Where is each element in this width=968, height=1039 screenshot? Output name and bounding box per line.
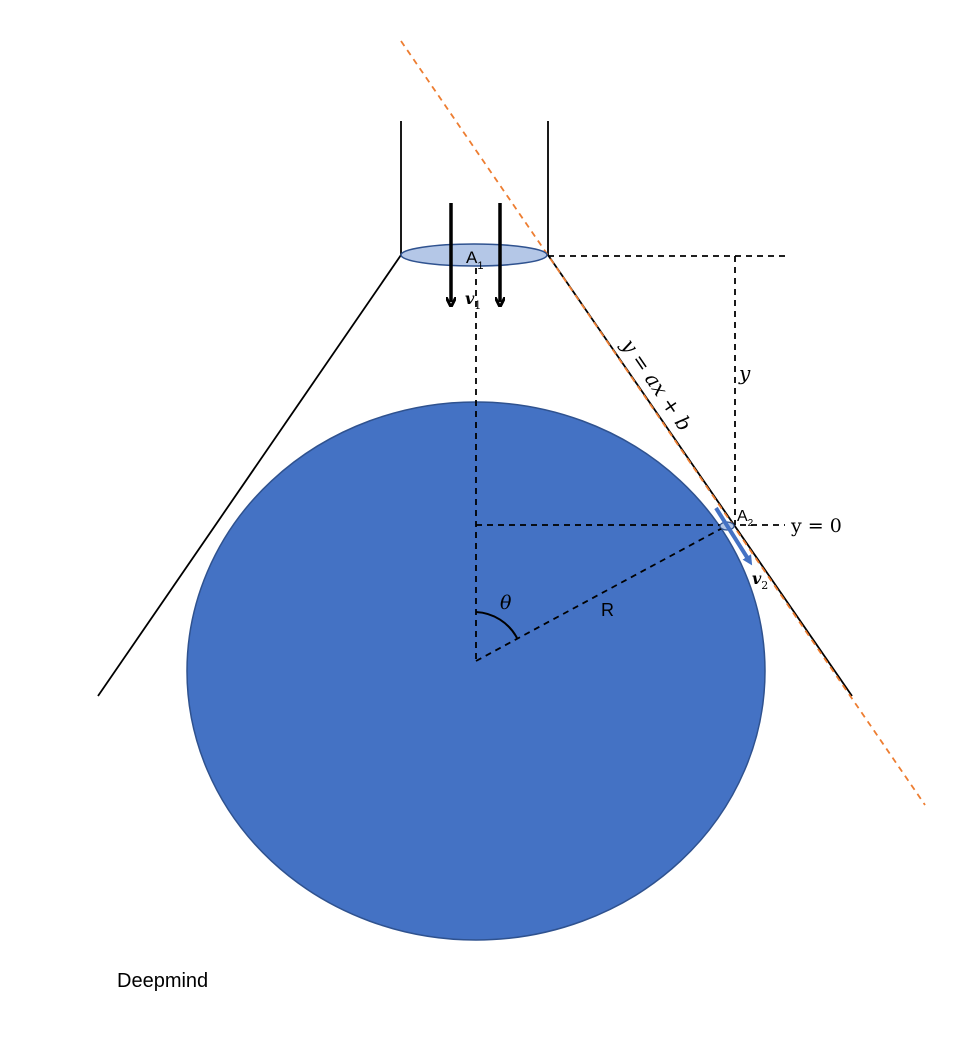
inlet-velocity-label: v1 [465,289,481,312]
watermark-label: Deepmind [117,970,208,992]
outlet-velocity-label: v2 [752,569,768,592]
tangent-extension-line [400,40,926,806]
outlet-velocity-arrow [714,506,753,566]
radius-dashed [475,524,729,662]
line-equation-label: y = ax + b [616,333,697,435]
left-flow-boundary [97,254,402,697]
inlet-area-disk [400,243,548,267]
reference-level-label: y = 0 [790,515,842,537]
radius-label: R [601,600,614,620]
right-flow-boundary [547,254,853,697]
angle-label: θ [500,592,512,614]
height-label: y [738,361,751,385]
angle-arc [475,611,518,639]
outlet-area-label: A2 [737,508,754,529]
inlet-area-label: A1 [466,248,483,272]
